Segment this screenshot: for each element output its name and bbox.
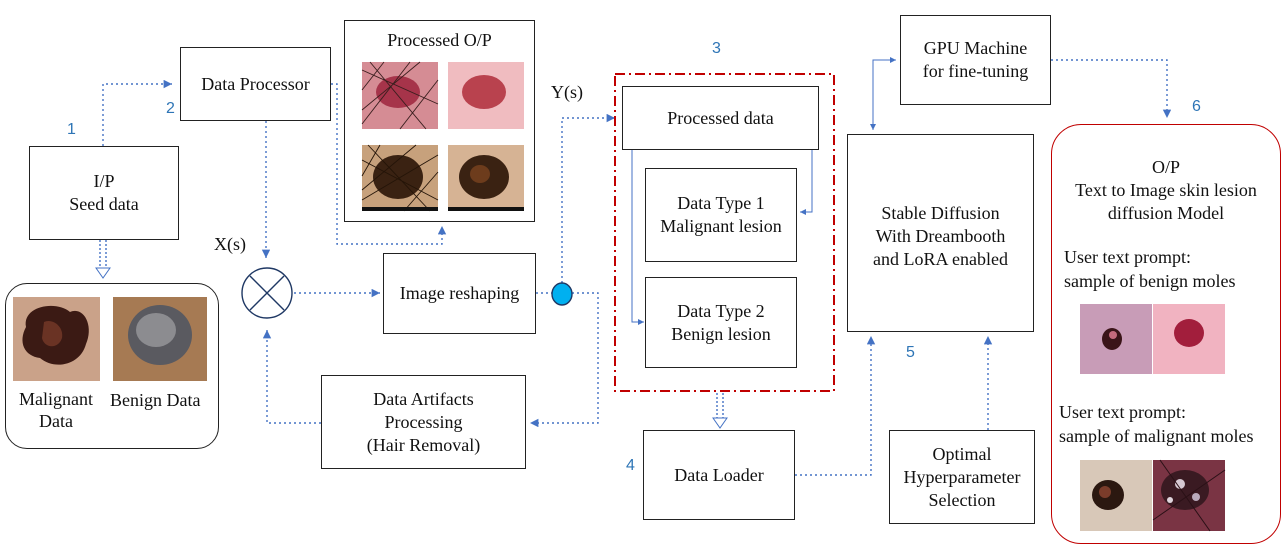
stable-diffusion-box: Stable Diffusion With Dreambooth and LoR… [847,134,1034,332]
image-reshaping-box: Image reshaping [383,253,536,334]
seed-images-panel [5,283,219,449]
processed-data-label: Processed data [667,107,774,128]
step-number-6: 6 [1192,98,1201,115]
output-benign-image-2 [1153,304,1225,374]
arrow-seed-to-processor [102,79,172,146]
data-processor-label: Data Processor [201,73,310,94]
processed-output-title: Processed O/P [387,30,492,50]
data-loader-box: Data Loader [643,430,795,520]
benign-prompt-line1: User text prompt: [1064,247,1191,267]
arrow-sd-gpu [872,57,896,128]
output-malignant-image-1 [1080,460,1152,531]
seed-malignant-image [13,297,100,381]
hyper-line3: Selection [928,489,996,510]
arrow-processed-to-type1 [800,150,813,215]
type2-line2: Benign lesion [671,323,771,344]
output-malignant-image-2 [1152,459,1226,532]
output-title: O/P [1151,157,1180,177]
data-type1-box: Data Type 1 Malignant lesion [645,168,797,262]
arrow-junction-to-processed [561,113,615,283]
hyperparameter-box: Optimal Hyperparameter Selection [889,430,1035,524]
gpu-machine-box: GPU Machine for fine-tuning [900,15,1051,105]
processed-image-2 [448,62,524,129]
artifacts-line3: (Hair Removal) [366,434,481,455]
arrow-loader-to-sd [795,336,876,476]
dataset-frame [614,73,835,392]
step-number-1: 1 [67,121,76,138]
sd-line3: and LoRA enabled [873,249,1008,269]
arrow-seed-to-images [99,240,107,272]
seed-malignant-line2: Data [39,411,73,431]
output-line1: Text to Image skin lesion [1075,180,1257,200]
hyper-line2: Hyperparameter [903,466,1021,487]
gpu-line2: for fine-tuning [922,61,1029,81]
artifacts-line1: Data Artifacts [373,388,474,409]
signal-y-label: Y(s) [551,82,583,102]
processed-image-3 [361,144,439,212]
input-subtitle: Seed data [69,194,139,214]
arrow-processed-to-type2 [631,150,644,325]
sd-line2: With Dreambooth [875,226,1006,246]
hyper-line1: Optimal [932,443,992,464]
input-seed-box: I/P Seed data [29,146,179,240]
step-number-5: 5 [906,344,915,361]
malignant-prompt-line2: sample of malignant moles [1059,426,1254,446]
artifacts-line2: Processing [384,411,463,432]
data-processor-box: Data Processor [180,47,331,121]
output-model-panel [1051,124,1281,544]
type1-line2: Malignant lesion [660,216,782,236]
malignant-prompt-block: User text prompt: sample of malignant mo… [1059,400,1253,448]
seed-benign-label: Benign Data [110,390,201,410]
seed-malignant-line1: Malignant [19,389,93,409]
mixer-node [241,267,293,319]
malignant-prompt-line1: User text prompt: [1059,402,1186,422]
signal-x-label: X(s) [214,234,246,254]
arrow-artifacts-to-mixer [262,330,321,424]
output-benign-image-1 [1080,304,1152,374]
benign-prompt-line2: sample of benign moles [1064,271,1236,291]
step-number-2: 2 [166,100,175,117]
processed-image-1 [361,61,439,130]
benign-prompt-block: User text prompt: sample of benign moles [1064,245,1235,293]
arrow-processor-to-output [331,83,447,245]
arrow-junction-to-artifacts [530,292,599,428]
input-title: I/P [93,171,115,191]
data-type2-box: Data Type 2 Benign lesion [645,277,797,368]
step-number-4: 4 [626,457,635,474]
artifacts-processing-box: Data Artifacts Processing (Hair Removal) [321,375,526,469]
processed-output-box: Processed O/P [344,20,535,222]
seed-benign-image [113,297,207,381]
data-loader-label: Data Loader [674,464,764,485]
arrow-gpu-to-output [1051,59,1172,118]
step-number-3: 3 [712,40,721,57]
image-reshaping-label: Image reshaping [399,283,520,303]
type1-line1: Data Type 1 [677,193,765,213]
processed-image-4 [448,145,524,211]
gpu-line1: GPU Machine [923,38,1028,58]
processed-data-box: Processed data [622,86,819,150]
sd-line1: Stable Diffusion [881,203,1000,223]
output-title-block: O/P Text to Image skin lesion diffusion … [1051,156,1281,225]
type2-line1: Data Type 2 [677,300,765,321]
seed-malignant-label: Malignant Data [17,388,95,432]
output-line2: diffusion Model [1107,203,1225,223]
junction-node [551,282,573,306]
